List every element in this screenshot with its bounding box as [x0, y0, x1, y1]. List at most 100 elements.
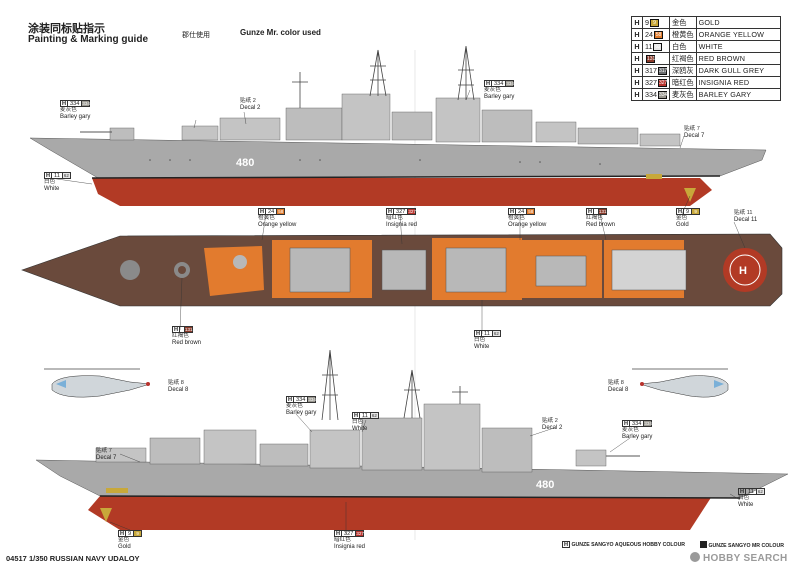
hobby-search-icon [690, 552, 700, 562]
callout-swatch: 327 [356, 530, 365, 537]
callout-en: Insignia red [386, 222, 418, 228]
helicopter-left [44, 368, 151, 398]
callout-cn: 金色 [676, 215, 688, 221]
callout-cn: 贴纸 2 [542, 418, 558, 424]
callout-swatch: 131 [599, 208, 608, 215]
callout-en: Barley gary [286, 410, 317, 416]
legend-swatch: 62 [653, 43, 663, 52]
callout-en: Orange yellow [258, 222, 297, 228]
callout-en: Decal 7 [684, 133, 705, 139]
callout-en: Barley gary [484, 94, 515, 100]
callout-cn: 红褐色 [586, 215, 603, 221]
callout-swatch: 334 [308, 396, 317, 403]
callout-en: Decal 8 [608, 387, 629, 393]
callout-en: White [44, 186, 60, 192]
callout-cn: 麦灰色 [60, 107, 77, 113]
side-view-port [35, 349, 789, 530]
legend-swatch: 317 [658, 67, 668, 76]
callout-swatch: 58 [277, 208, 286, 215]
callout-en: Insignia red [334, 544, 366, 550]
callout-cn: 暗红色 [334, 537, 351, 543]
hull-number-top: 480 [236, 157, 254, 169]
callout-swatch: 58 [527, 208, 536, 215]
callout-cn: 麦灰色 [622, 427, 639, 433]
callout-cn: 白色 [738, 495, 750, 501]
callout-en: Decal 7 [96, 455, 117, 461]
watermark: HOBBY SEARCH [690, 552, 788, 564]
callout-swatch: 9 [134, 530, 143, 537]
callout-cn: 橙黄色 [508, 215, 525, 221]
callout-cn: 贴纸 2 [240, 98, 256, 104]
callout-en: White [738, 502, 754, 508]
helicopter-right [632, 368, 729, 398]
callout-cn: 红褐色 [172, 333, 189, 339]
callout-cn: 麦灰色 [286, 403, 303, 409]
callout-swatch: 327 [408, 208, 417, 215]
guide-title-en: Painting & Marking guide [28, 34, 149, 45]
callout-cn: 橙黄色 [258, 215, 275, 221]
callout-swatch: 62 [756, 488, 765, 495]
callout-en: Decal 11 [734, 217, 758, 223]
guide-title-cn: 涂装同标贴指示 [28, 23, 105, 35]
product-code: 04517 1/350 RUSSIAN NAVY UDALOY [6, 554, 140, 563]
callout-en: Barley gary [60, 114, 91, 120]
mr-badge [700, 541, 707, 548]
callout-swatch: 62 [492, 330, 501, 337]
legend-name-en: BARLEY GARY [695, 88, 782, 101]
callout-en: Decal 2 [542, 425, 563, 431]
legend-swatch: 58 [654, 31, 663, 40]
legend-swatch: 327 [658, 79, 668, 88]
callout-swatch: 62 [370, 412, 379, 419]
callout-cn: 白色 [474, 337, 486, 343]
callout-cn: 暗红色 [386, 215, 403, 221]
callout-en: Gold [118, 544, 131, 550]
callout-cn: 贴纸 11 [734, 210, 753, 216]
aqueous-badge: H [562, 541, 571, 548]
side-view-starboard [29, 45, 767, 206]
callout-en: Barley gary [622, 434, 653, 440]
callout-en: Decal 2 [240, 105, 261, 111]
callout-cn: 贴纸 7 [96, 448, 112, 454]
callout-cn: 贴纸 8 [168, 380, 184, 386]
aqueous-paint-note: H GUNZE SANGYO AQUEOUS HOBBY COLOUR [562, 541, 686, 548]
legend-name-cn: 麦灰色 [669, 88, 697, 101]
callout-cn: 贴纸 7 [684, 126, 700, 132]
